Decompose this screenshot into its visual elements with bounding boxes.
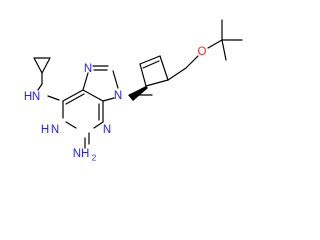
n7-label: N (84, 63, 92, 75)
structure-diagram: N H N N H N N NH 2 O (24, 19, 243, 163)
pyrimidine-ring (62, 89, 104, 149)
amine-h-label: H (24, 91, 32, 103)
nh2-subscript: 2 (92, 154, 97, 163)
oxygen-label: O (198, 46, 207, 58)
n1-h-label: H (41, 124, 49, 136)
cyclopropyl-ring (33, 57, 51, 85)
amine-linker-bonds (37, 83, 60, 101)
n1-label: N (51, 124, 59, 136)
nh2-label: NH (73, 148, 90, 160)
tert-butoxymethyl-chain (167, 19, 243, 81)
cyclopentene-ring (128, 55, 169, 101)
imidazole-ring (82, 65, 119, 102)
n9-label: N (114, 90, 122, 102)
n3-label: N (103, 124, 111, 136)
amine-n-label: N (32, 91, 40, 103)
